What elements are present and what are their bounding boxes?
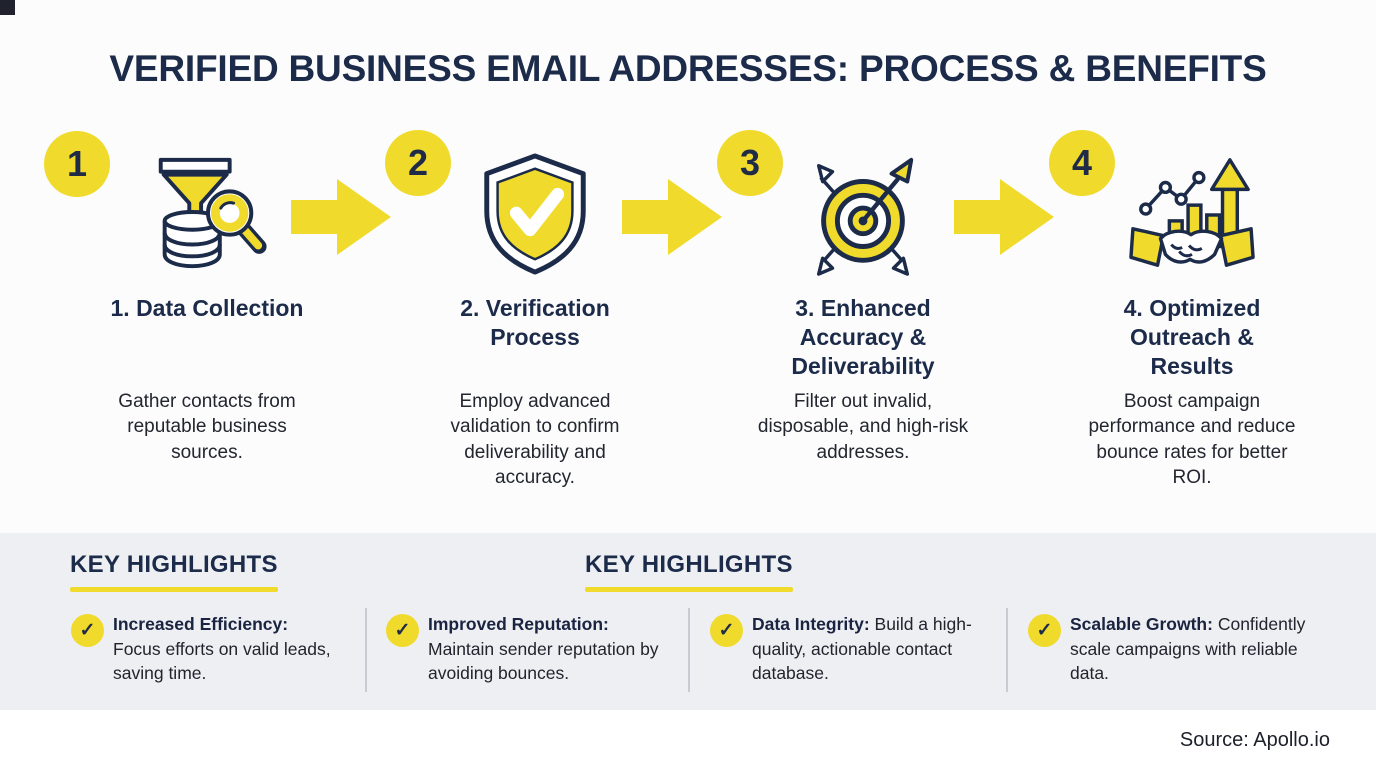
highlight-text: Focus efforts on valid leads, saving tim… [113,638,331,684]
step-4-number-badge: 4 [1049,130,1115,196]
target-arrows-icon [728,148,998,280]
check-icon: ✓ [1028,614,1061,647]
step-3-title: 3. Enhanced Accuracy & Deliverability [791,295,935,379]
step-1-number-badge: 1 [44,131,110,197]
corner-mark [0,0,15,15]
vertical-divider [1006,608,1008,692]
highlight-item: Increased Efficiency: Focus efforts on v… [113,612,333,686]
highlight-label: Improved Reputation: [428,614,609,634]
check-icon: ✓ [710,614,743,647]
vertical-divider [688,608,690,692]
source-attribution: Source: Apollo.io [1179,729,1330,751]
key-highlights-heading-text: KEY HIGHLIGHTS [70,551,278,578]
shield-check-icon [400,148,670,280]
key-highlights-heading-left: KEY HIGHLIGHTS [70,551,278,592]
step-1: 1. Data Collection Gather contacts from … [72,148,342,465]
step-1-description: Gather contacts from reputable business … [118,391,296,463]
funnel-database-magnifier-icon [72,148,342,280]
step-4-description: Boost campaign performance and reduce bo… [1088,391,1296,489]
footer-band [0,710,1376,768]
highlight-label: Increased Efficiency: [113,614,289,634]
highlight-label: Data Integrity: [752,614,870,634]
step-3-number-badge: 3 [717,130,783,196]
check-icon: ✓ [386,614,419,647]
step-2: 2. Verification Process Employ advanced … [400,148,670,491]
flow-arrow-icon [622,179,722,255]
highlight-item: Scalable Growth: Confidently scale campa… [1070,612,1318,686]
flow-arrow-icon [291,179,391,255]
flow-arrow-icon [954,179,1054,255]
handshake-growth-icon [1057,148,1327,280]
yellow-underline [585,587,793,592]
page-title: VERIFIED BUSINESS EMAIL ADDRESSES: PROCE… [109,48,1267,89]
step-2-number-badge: 2 [385,130,451,196]
step-2-title: 2. Verification Process [460,295,610,350]
step-3: 3. Enhanced Accuracy & Deliverability Fi… [728,148,998,465]
step-1-title: 1. Data Collection [110,295,304,321]
key-highlights-heading-text: KEY HIGHLIGHTS [585,551,793,578]
step-4-title: 4. Optimized Outreach & Results [1123,295,1261,379]
key-highlights-heading-center: KEY HIGHLIGHTS [585,551,793,592]
highlight-text: Build a high-quality, actionable contact… [752,614,972,683]
step-2-description: Employ advanced validation to confirm de… [450,391,620,489]
vertical-divider [365,608,367,692]
highlight-text: Maintain sender reputation by avoiding b… [428,638,659,684]
highlight-item: Data Integrity: Build a high-quality, ac… [752,612,974,686]
check-icon: ✓ [71,614,104,647]
yellow-underline [70,587,278,592]
highlight-text: Confidently scale campaigns with reliabl… [1070,614,1306,683]
highlight-item: Improved Reputation: Maintain sender rep… [428,612,663,686]
highlight-label: Scalable Growth: [1070,614,1213,634]
step-4: 4. Optimized Outreach & Results Boost ca… [1057,148,1327,491]
step-3-description: Filter out invalid, disposable, and high… [757,391,969,463]
